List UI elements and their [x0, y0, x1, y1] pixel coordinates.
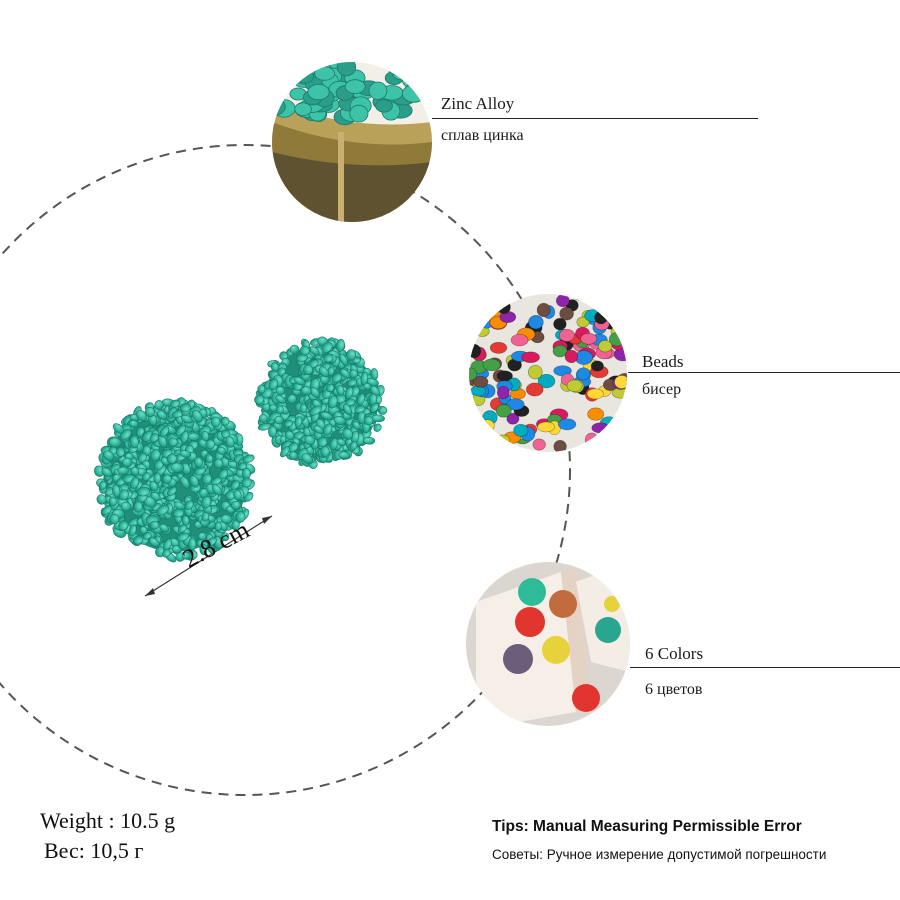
- weight-label-en: Weight : 10.5 g: [40, 808, 176, 833]
- dimension-arrow: [144, 515, 273, 597]
- zinc-alloy-label-ru: сплав цинка: [441, 127, 524, 144]
- beads-label-en: Beads: [642, 352, 684, 371]
- zinc-alloy-leader-line: [432, 118, 758, 119]
- earring-front: [94, 397, 256, 563]
- beads-leader-line: [628, 372, 900, 373]
- zinc-alloy-thumbnail: [272, 62, 432, 222]
- beads-thumbnail: [469, 294, 627, 452]
- tips-subtitle: Советы: Ручное измерение допустимой погр…: [492, 847, 827, 862]
- six-colors-thumbnail: [466, 562, 630, 726]
- six-colors-label-en: 6 Colors: [645, 644, 704, 663]
- six-colors-label-ru: 6 цветов: [645, 681, 703, 698]
- zinc-alloy-label-en: Zinc Alloy: [441, 94, 515, 113]
- beads-label-ru: бисер: [642, 381, 682, 398]
- tips-title: Tips: Manual Measuring Permissible Error: [492, 818, 802, 835]
- six-colors-leader-line: [630, 667, 900, 668]
- earring-back: [254, 336, 388, 469]
- weight-label-ru: Вес: 10,5 г: [44, 838, 144, 863]
